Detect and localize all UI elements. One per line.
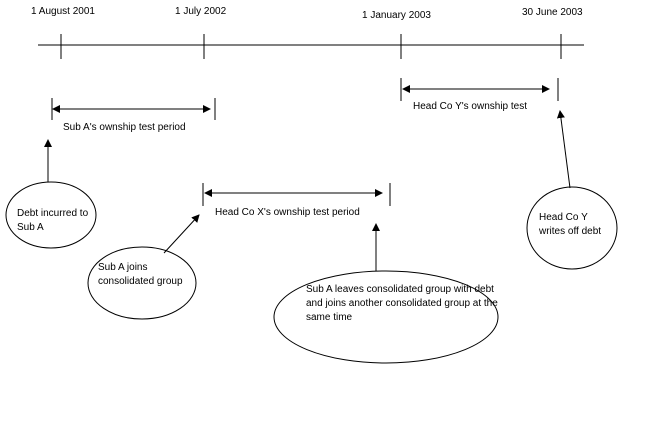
debt-incurred-ellipse (5, 181, 97, 249)
sub-a-joins-ellipse (87, 246, 197, 320)
sub-a-period-label: Sub A's ownship test period (63, 122, 186, 133)
sub-a-leaves-note: Sub A leaves consolidated group with deb… (306, 284, 498, 323)
head-co-y-writes-off-note: Head Co Y writes off debt (539, 212, 602, 237)
date-label-2: 1 July 2002 (175, 6, 227, 17)
debt-incurred-note: Debt incurred to Sub A (17, 208, 89, 233)
date-label-3: 1 January 2003 (362, 10, 431, 21)
head-co-y-writes-off-ellipse (526, 186, 618, 270)
sub-a-leaves-ellipse (273, 270, 499, 364)
head-co-x-period-label: Head Co X's ownship test period (215, 207, 360, 218)
date-label-1: 1 August 2001 (31, 6, 95, 17)
sub-a-joins-note: Sub A joins consolidated group (98, 262, 183, 287)
sub-a-joins-arrow (163, 214, 200, 254)
head-co-y-period-label: Head Co Y's ownship test (413, 101, 528, 112)
head-co-y-writes-off-arrow (556, 110, 571, 189)
date-label-4: 30 June 2003 (522, 7, 583, 18)
